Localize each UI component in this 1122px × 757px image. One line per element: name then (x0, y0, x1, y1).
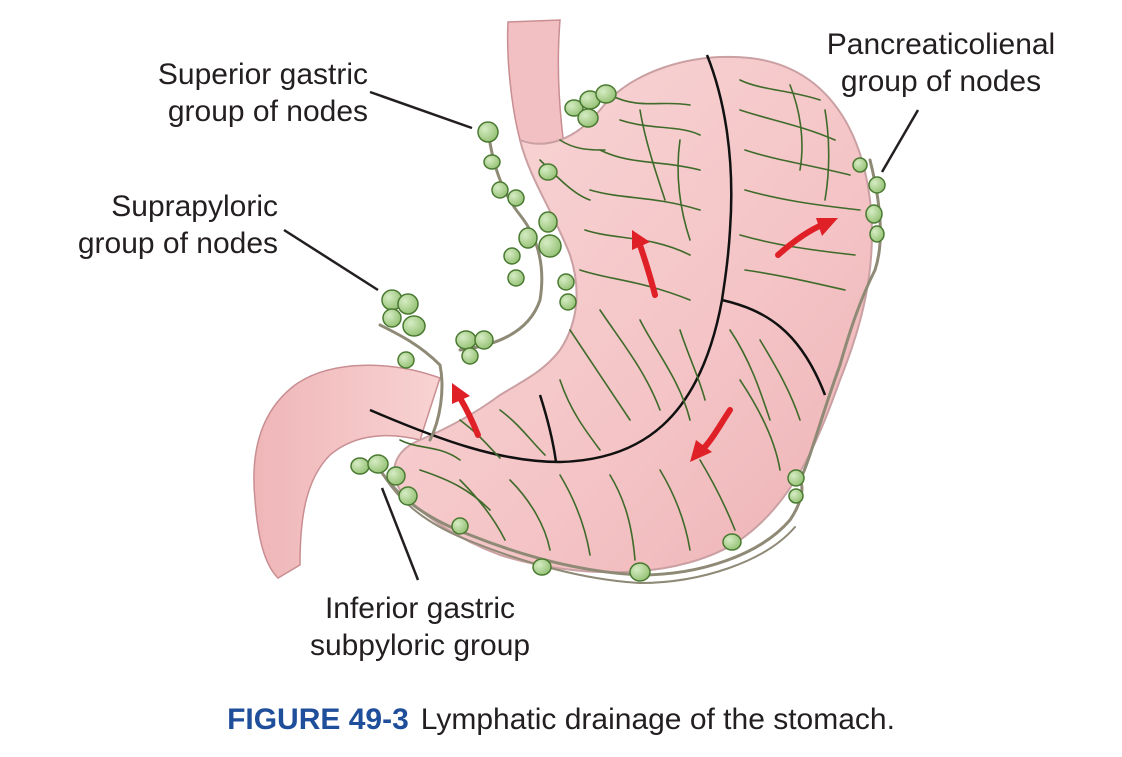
node-suprapyloric (474, 330, 494, 350)
figure-caption: FIGURE 49-3 Lymphatic drainage of the sto… (0, 700, 1122, 740)
label-superior-gastric-line-1: Superior gastric (157, 58, 368, 91)
node-inferior-gastric (787, 469, 805, 487)
node-suprapyloric (397, 351, 415, 369)
label-suprapyloric-line-1: Suprapyloric (111, 190, 278, 223)
node-inferior-gastric (367, 454, 389, 474)
esophagus (506, 19, 567, 162)
node-superior-gastric (477, 121, 499, 143)
division-line-fundus-lower (721, 298, 827, 396)
label-inferior-gastric: Inferior gastric subpyloric group (270, 590, 570, 664)
leader-inferior-gastric (380, 487, 420, 581)
node-superior-gastric (557, 273, 575, 291)
node-pancreaticolienal (852, 157, 868, 173)
node-suprapyloric (382, 308, 402, 328)
division-line-pyloric (538, 394, 558, 463)
node-suprapyloric (455, 330, 477, 350)
node-inferior-gastric (722, 533, 742, 551)
label-pancreaticolienal-line-1: Pancreaticolienal (826, 28, 1056, 61)
division-lines (369, 54, 827, 464)
node-superior-gastric (518, 227, 538, 249)
leader-lines (283, 90, 920, 581)
flow-arrows (452, 218, 838, 462)
node-inferior-gastric (451, 517, 469, 535)
node-inferior-gastric (350, 457, 370, 475)
node-suprapyloric (402, 315, 426, 337)
node-superior-gastric (507, 269, 525, 287)
node-superior-gastric (503, 247, 521, 265)
node-cardia (595, 84, 617, 104)
figure-caption-text: Lymphatic drainage of the stomach. (420, 703, 895, 736)
node-cardia (564, 99, 584, 117)
node-superior-gastric (538, 211, 558, 233)
flow-arrow-icon (452, 383, 481, 438)
node-suprapyloric (397, 293, 419, 315)
leader-superior-gastric (369, 90, 473, 130)
trunk-inferior-inner (384, 477, 796, 585)
label-pancreaticolienal-line-2: group of nodes (840, 65, 1042, 98)
division-line-cardia (705, 54, 733, 301)
node-suprapyloric (461, 347, 479, 365)
label-inferior-gastric-line-1: Inferior gastric (324, 592, 516, 625)
lymphatic-vessels (399, 79, 861, 561)
label-pancreaticolienal: Pancreaticolienal group of nodes (796, 26, 1086, 100)
flow-arrow-icon (690, 407, 733, 462)
node-superior-gastric (538, 234, 562, 258)
node-pancreaticolienal (869, 225, 885, 243)
node-inferior-gastric (398, 486, 418, 506)
division-line-main (369, 299, 724, 464)
node-inferior-gastric (532, 558, 552, 576)
lymph-nodes (350, 84, 886, 582)
flow-arrow-icon (775, 218, 838, 258)
node-inferior-gastric (629, 562, 651, 582)
node-superior-gastric (559, 293, 577, 311)
figure-caption-label: FIGURE 49-3 (227, 703, 409, 736)
leader-pancreaticolienal (880, 109, 920, 173)
leader-suprapyloric (283, 228, 379, 292)
node-pancreaticolienal (865, 204, 883, 224)
trunk-superior (458, 128, 544, 352)
node-superior-gastric (483, 154, 501, 170)
label-superior-gastric-line-2: group of nodes (167, 95, 368, 128)
label-suprapyloric: Suprapyloric group of nodes (40, 188, 278, 262)
label-inferior-gastric-line-2: subpyloric group (309, 629, 531, 662)
node-inferior-gastric (788, 488, 804, 504)
node-pancreaticolienal (868, 176, 886, 194)
duodenum (253, 364, 441, 579)
node-superior-gastric (491, 181, 509, 199)
node-superior-gastric (538, 163, 558, 181)
label-suprapyloric-line-2: group of nodes (77, 227, 278, 260)
node-cardia (577, 108, 599, 128)
flow-arrow-icon (632, 230, 658, 298)
label-superior-gastric: Superior gastric group of nodes (80, 56, 368, 130)
node-inferior-gastric (386, 466, 406, 486)
trunk-suprapyloric (378, 323, 444, 442)
node-superior-gastric (507, 189, 525, 207)
